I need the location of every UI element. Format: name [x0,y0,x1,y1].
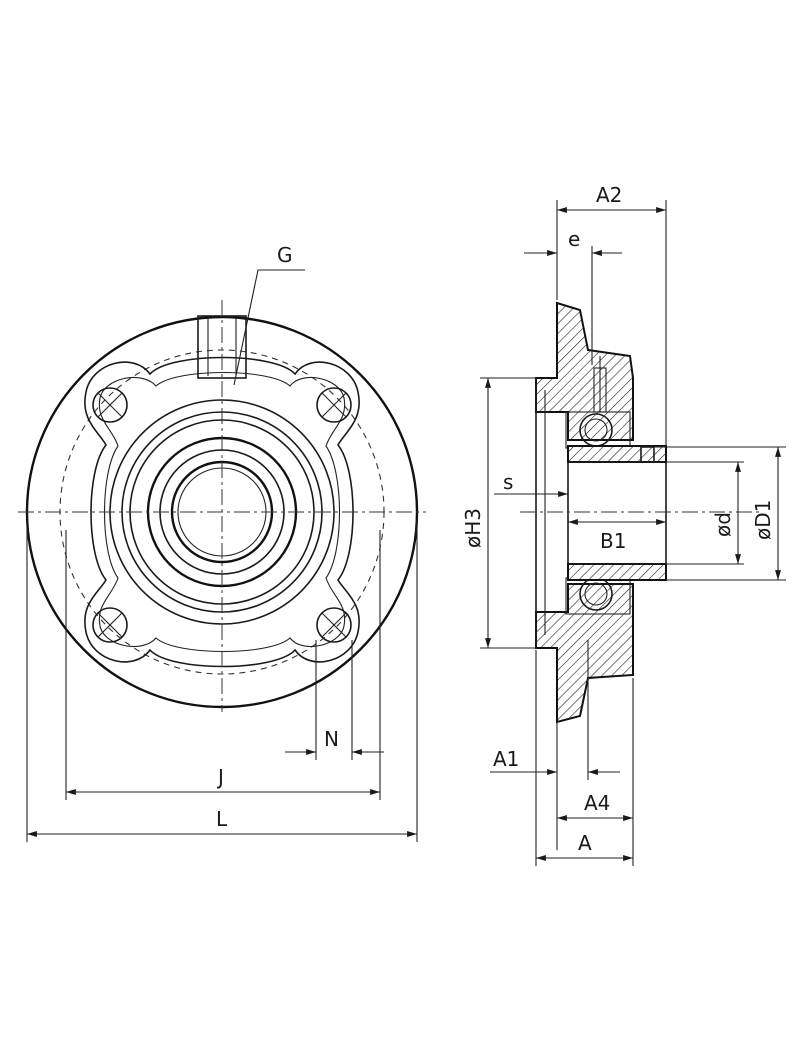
label-d: ød [711,512,735,537]
label-h3: øH3 [461,508,485,548]
label-l: L [216,807,228,831]
front-view: G N J L [18,243,426,842]
bolt-hole-top-left [92,387,128,423]
inner-ring-upper [567,445,667,463]
housing-lobed-inner-outline [98,372,346,652]
bolt-hole-bottom-right [316,607,352,643]
label-d1: øD1 [751,500,775,540]
label-g: G [277,243,293,267]
label-a1: A1 [493,747,519,771]
label-s: s [503,470,513,494]
inner-ring-lower [567,563,667,581]
bolt-hole-bottom-left [92,607,128,643]
side-section-view: A2 e s B1 øH3 ød øD1 A1 [461,183,786,866]
housing-lobed-outline [84,356,360,668]
label-a4: A4 [584,791,610,815]
label-j: J [216,765,224,789]
bolt-hole-top-right [316,387,352,423]
g-leader-line [233,269,305,386]
shaft-bore [567,461,667,565]
label-a: A [578,831,592,855]
label-a2: A2 [596,183,622,207]
set-screw [640,446,655,463]
label-n: N [324,727,339,751]
label-b1: B1 [600,529,626,553]
label-e: e [568,227,580,251]
